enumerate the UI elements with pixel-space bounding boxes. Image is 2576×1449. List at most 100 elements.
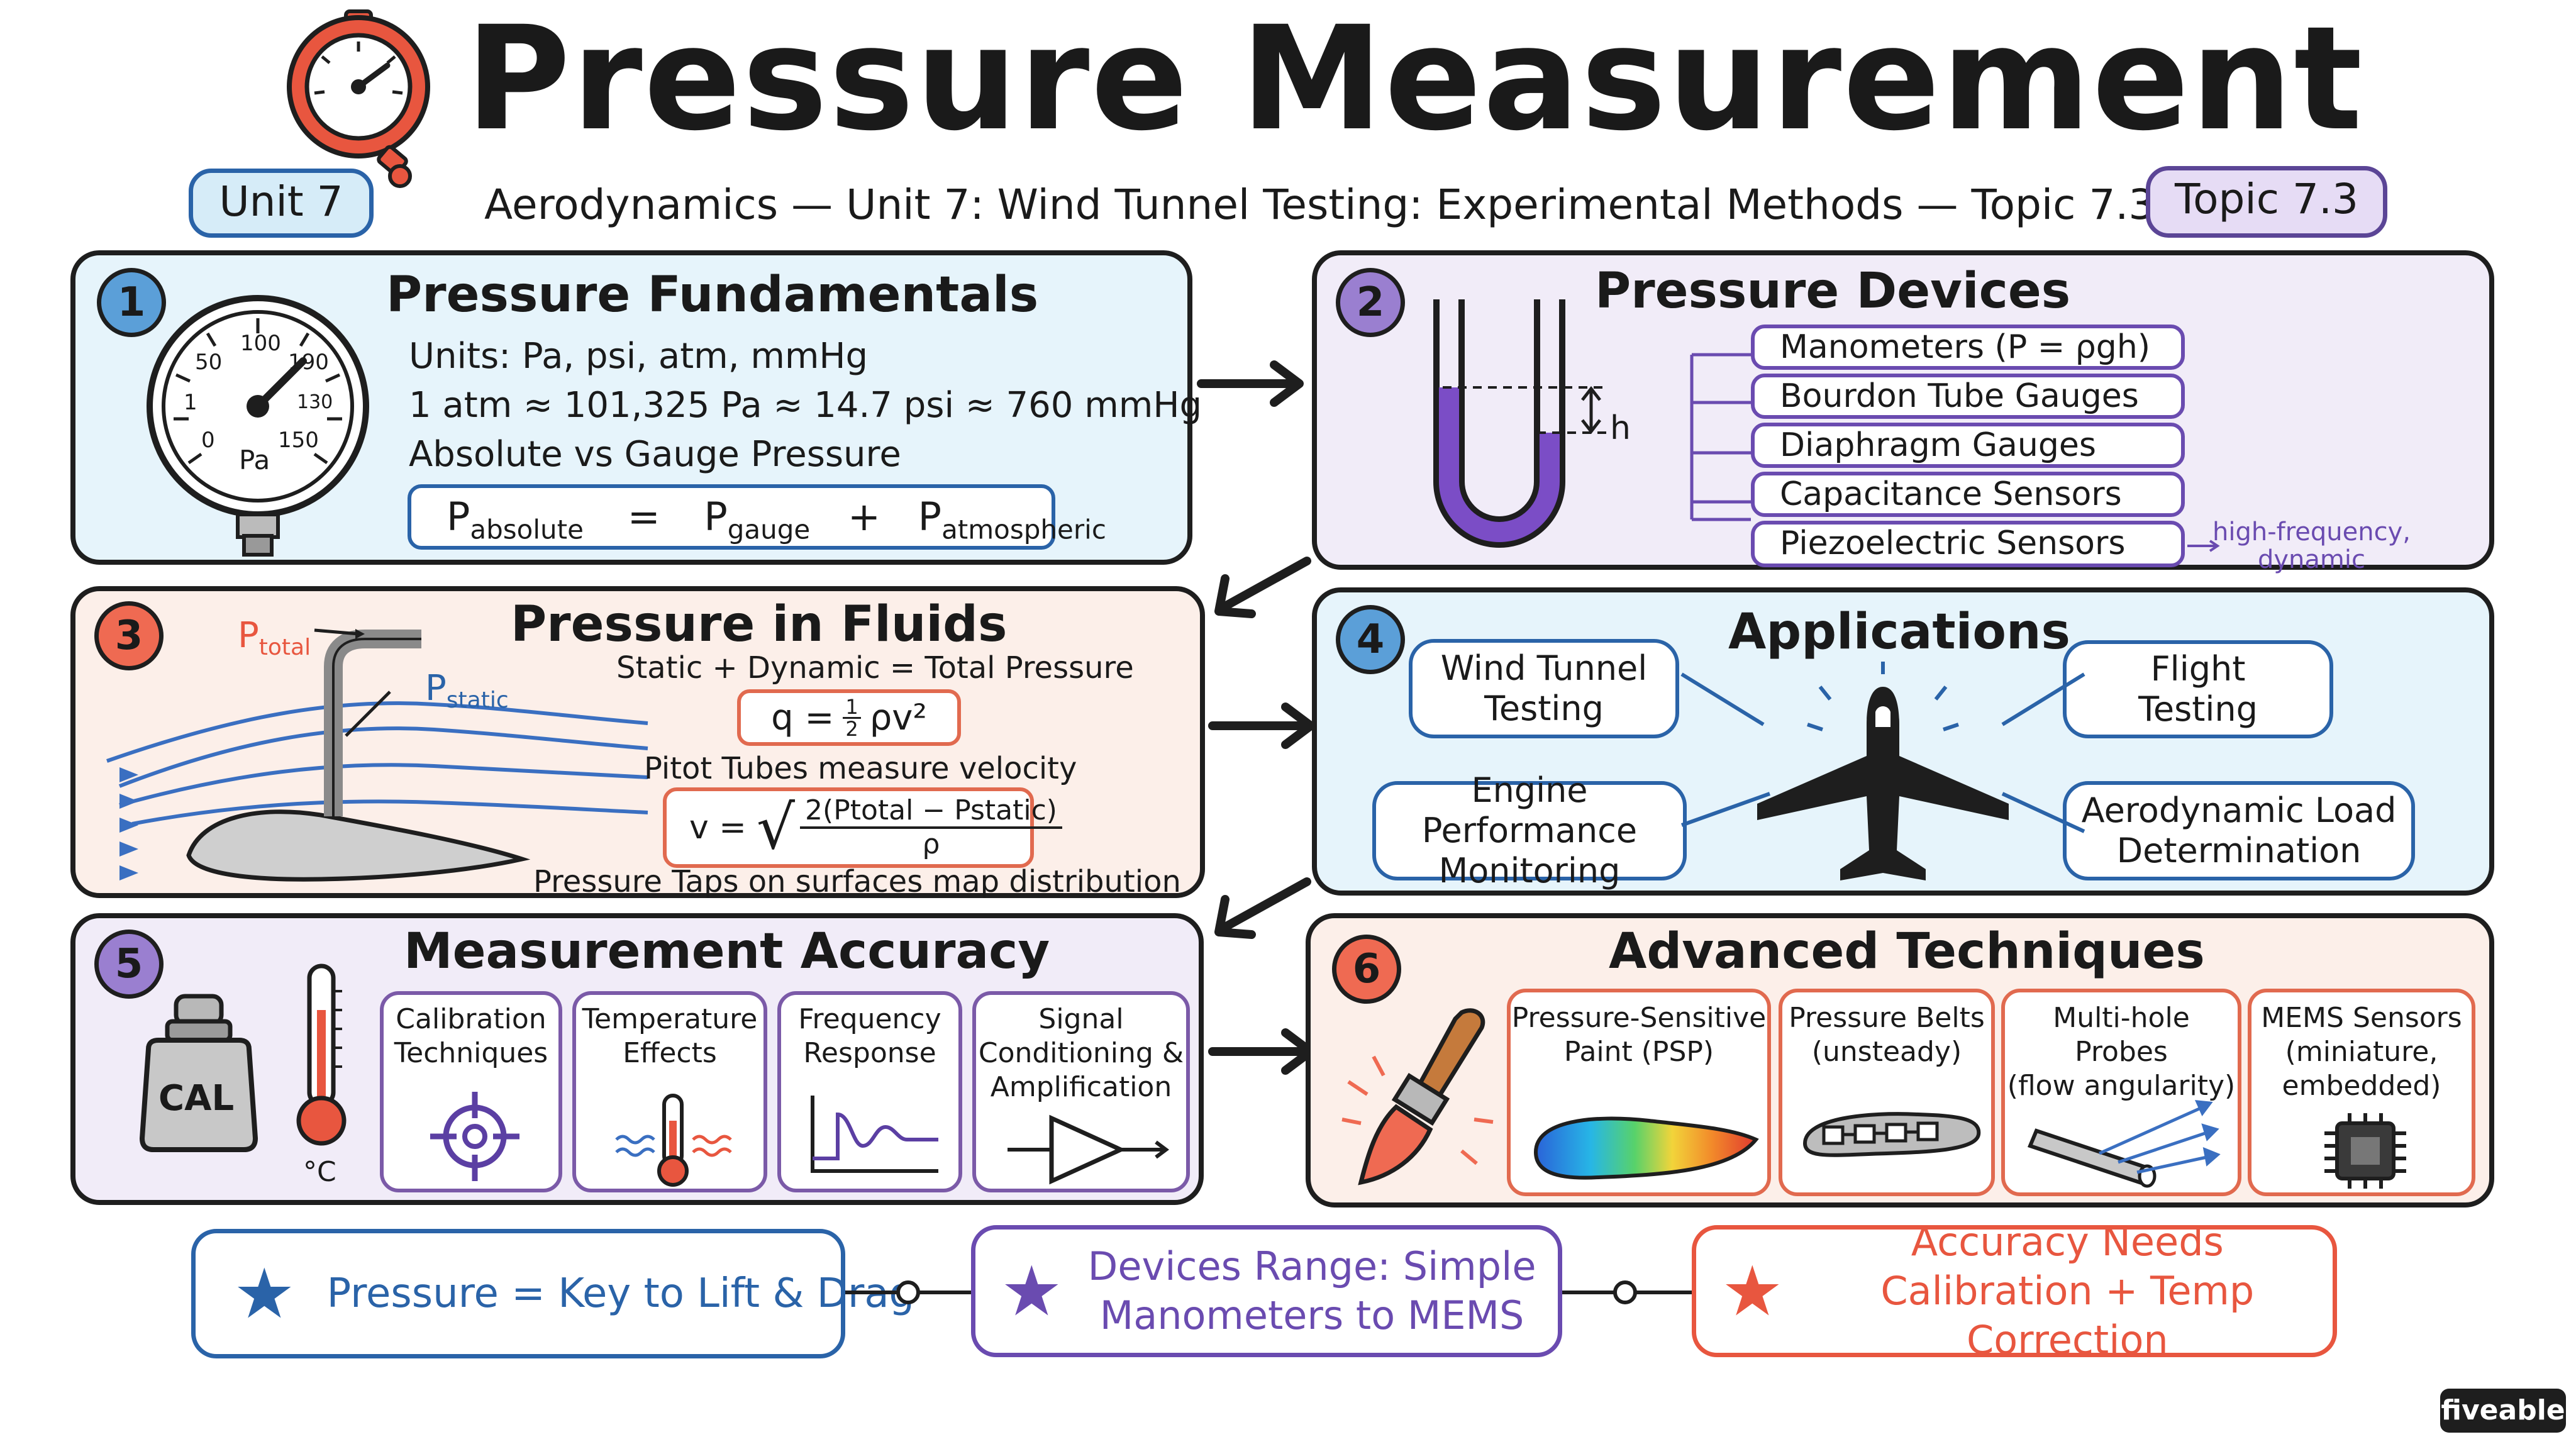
- step-number-2: 2: [1336, 268, 1405, 337]
- q-denominator: 2: [845, 716, 858, 741]
- temperature-card-label: Temperature Effects: [582, 1003, 758, 1069]
- cal-label: CAL: [158, 1078, 235, 1119]
- gauge-tick-50: 50: [195, 350, 223, 375]
- p-total-label: Ptotal: [238, 615, 311, 660]
- gauge-tick-100: 100: [240, 331, 281, 356]
- atm-conversion: 1 atm ≈ 101,325 Pa ≈ 14.7 psi ≈ 760 mmHg: [409, 385, 1202, 426]
- accuracy-card-temperature: Temperature Effects: [572, 991, 767, 1192]
- u-tube-manometer-icon: [1433, 299, 1606, 548]
- piezo-note-line1: high-frequency,: [2212, 518, 2411, 547]
- panel-6-title: Advanced Techniques: [1609, 923, 2205, 980]
- brand-logo: fiveable: [2440, 1389, 2566, 1433]
- signal-card-label: Signal Conditioning & Amplification: [978, 1003, 1184, 1103]
- star-icon: ★: [1001, 1251, 1063, 1331]
- formula-sub-gauge: gauge: [727, 514, 811, 545]
- p-static-symbol: P: [425, 668, 447, 709]
- step-number-1: 1: [97, 268, 166, 337]
- step-number-5: 5: [94, 930, 164, 999]
- p-static-label: Pstatic: [425, 668, 509, 713]
- sqrt-symbol: √: [756, 792, 796, 863]
- piezo-note-line2: dynamic: [2257, 545, 2365, 574]
- page-subtitle: Aerodynamics — Unit 7: Wind Tunnel Testi…: [484, 180, 2155, 229]
- panel-pressure-in-fluids: 3 Ptotal Pstatic Pressure in Fluids Stat…: [70, 586, 1205, 899]
- formula-p-atmospheric: P: [918, 494, 942, 540]
- panel-4-title: Applications: [1728, 604, 2070, 660]
- multihole-probe-icon: [2027, 1100, 2221, 1188]
- panel-pressure-devices: 2 h Pressure Devices Manometers (P = ρgh…: [1312, 250, 2494, 574]
- arrow-right-5-6: [1208, 1028, 1315, 1075]
- p-total-subscript: total: [258, 635, 311, 661]
- gauge-tick-0: 0: [201, 428, 215, 453]
- multihole-card-label: Multi-hole Probes (flow angularity): [2007, 1002, 2236, 1102]
- p-total-symbol: P: [238, 615, 259, 656]
- device-piezoelectric: Piezoelectric Sensors: [1751, 521, 2185, 567]
- technique-card-psp: Pressure-Sensitive Paint (PSP): [1507, 989, 1771, 1196]
- step-number-4: 4: [1336, 605, 1405, 674]
- frequency-card-label: Frequency Response: [798, 1003, 941, 1069]
- mems-card-label: MEMS Sensors (miniature, embedded): [2261, 1002, 2462, 1102]
- technique-card-mems: MEMS Sensors (miniature, embedded): [2248, 989, 2475, 1196]
- star-icon: ★: [1721, 1251, 1784, 1331]
- celsius-label: °C: [303, 1156, 336, 1188]
- device-bourdon-tube: Bourdon Tube Gauges: [1751, 374, 2185, 419]
- gauge-tick-150: 150: [278, 428, 319, 453]
- unit-badge: Unit 7: [189, 169, 374, 238]
- takeaway-devices-range: ★ Devices Range: Simple Manometers to ME…: [971, 1225, 1562, 1357]
- formula-p-absolute: P: [447, 494, 470, 540]
- panel-applications: 4 Applications Wind Tunnel Testing Fligh…: [1312, 587, 2494, 896]
- takeaway-1-text: Pressure = Key to Lift & Drag: [326, 1270, 915, 1317]
- q-lhs: q =: [771, 697, 835, 738]
- takeaway-connector-2: [1562, 1280, 1692, 1304]
- psp-card-label: Pressure-Sensitive Paint (PSP): [1511, 1002, 1767, 1068]
- takeaway-accuracy: ★ Accuracy Needs Calibration + Temp Corr…: [1692, 1219, 2337, 1363]
- takeaway-2-text: Devices Range: Simple Manometers to MEMS: [1087, 1243, 1536, 1338]
- device-manometers: Manometers (P = ρgh): [1751, 325, 2185, 370]
- pressure-taps-note: Pressure Taps on surfaces map distributi…: [533, 864, 1181, 899]
- takeaway-lift-drag: ★ Pressure = Key to Lift & Drag: [191, 1229, 914, 1358]
- calibration-weight-icon: [139, 994, 258, 1152]
- v-lhs: v =: [689, 809, 747, 847]
- device-diaphragm: Diaphragm Gauges: [1751, 423, 2185, 468]
- piezo-note: high-frequency, dynamic: [2212, 518, 2411, 574]
- technique-card-belts: Pressure Belts (unsteady): [1779, 989, 1995, 1196]
- page-title: Pressure Measurement: [465, 0, 2364, 162]
- thermometer-icon: [296, 963, 347, 1146]
- q-rhs: ρv²: [869, 697, 927, 738]
- arrow-diagonal-2-3: [1214, 557, 1311, 618]
- total-pressure-sum: Static + Dynamic = Total Pressure: [616, 650, 1134, 686]
- absolute-pressure-formula: Pabsolute = Pgauge + Patmospheric: [408, 484, 1106, 550]
- crosshair-target-icon: [430, 1092, 519, 1181]
- device-capacitance: Capacitance Sensors: [1751, 472, 2185, 517]
- gauge-unit-label: Pa: [239, 445, 270, 475]
- gauge-tick-1: 1: [184, 390, 197, 415]
- formula-equals: =: [627, 494, 660, 540]
- dynamic-pressure-formula: q = 1 2 ρv²: [737, 689, 961, 746]
- pressure-gauge-icon: [147, 295, 369, 557]
- accuracy-card-calibration: Calibration Techniques: [380, 991, 562, 1192]
- pitot-tube-airfoil-illustration: [106, 628, 648, 882]
- temperature-wave-icon: [615, 1094, 732, 1187]
- airplane-icon: [1680, 662, 2085, 880]
- panel-5-title: Measurement Accuracy: [404, 923, 1050, 980]
- star-icon: ★: [233, 1253, 296, 1334]
- arrow-right-3-4: [1208, 702, 1315, 749]
- panel-pressure-fundamentals: 1 50 100 190 1 130 0 150 Pa Pressure Fun…: [70, 250, 1202, 565]
- app-engine-monitoring: Engine Performance Monitoring: [1372, 770, 1687, 891]
- device-tree-connector: [1690, 353, 1751, 521]
- manometer-height-label: h: [1610, 409, 1631, 447]
- arrow-diagonal-4-5: [1214, 877, 1311, 939]
- panel-2-title: Pressure Devices: [1595, 263, 2071, 319]
- gauge-tick-190: 190: [288, 350, 329, 375]
- gauge-tick-130: 130: [297, 391, 333, 413]
- panel-measurement-accuracy: 5 Measurement Accuracy CAL °C Calibratio…: [70, 913, 1204, 1205]
- velocity-formula: v = √ 2(Ptotal − Pstatic) ρ: [663, 787, 1062, 868]
- formula-sub-absolute: absolute: [470, 514, 584, 545]
- takeaway-connector-1: [845, 1280, 971, 1304]
- mems-chip-icon: [2324, 1113, 2406, 1189]
- q-numerator: 1: [843, 697, 861, 719]
- accuracy-card-frequency: Frequency Response: [777, 991, 962, 1192]
- pressure-units: Units: Pa, psi, atm, mmHg: [409, 336, 869, 377]
- p-static-subscript: static: [446, 687, 509, 714]
- frequency-response-icon: [811, 1096, 938, 1173]
- app-aero-load: Aerodynamic Load Determination: [2063, 781, 2415, 880]
